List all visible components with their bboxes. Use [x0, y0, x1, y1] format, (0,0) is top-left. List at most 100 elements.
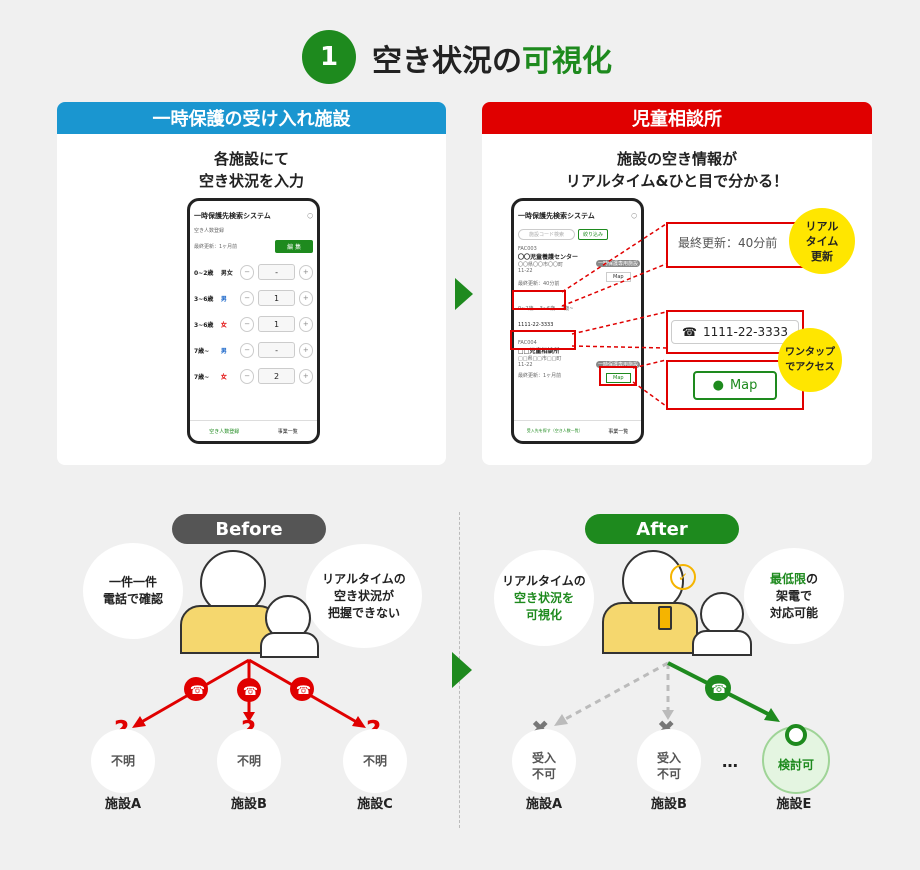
vacancy-row-gender: 男 — [220, 347, 227, 355]
svg-text:☎: ☎ — [711, 682, 727, 697]
filter-button[interactable]: 絞り込み — [578, 229, 609, 240]
nav-find-destination[interactable]: 受入先を探す（空き人数一覧） — [526, 428, 583, 433]
consultation-phone-mockup: 一時保護先検索システム ◯ 施設コード検索 絞り込み FAC003 〇〇児童養護… — [511, 198, 644, 444]
before-bubble-right: リアルタイムの 空き状況が 把握できない — [306, 544, 422, 648]
highlight-updated — [512, 290, 566, 310]
before-arrows: ☎ ☎ ☎ — [132, 658, 366, 728]
vacancy-row-age: 0~2歳 — [194, 269, 214, 277]
fac1-phone[interactable]: 1111-22-3333 — [518, 322, 554, 328]
increment-button[interactable]: + — [298, 264, 313, 280]
svg-text:☎: ☎ — [296, 683, 311, 697]
svg-text:☎: ☎ — [190, 683, 205, 697]
page-title: 空き状況の可視化 — [372, 36, 612, 80]
vacancy-count-field[interactable]: - — [258, 264, 295, 280]
phone-last-updated: 最終更新：1ヶ月前 — [194, 244, 238, 250]
nav-business-list[interactable]: 事業一覧 — [608, 428, 629, 435]
fac1-address2: 11-22 — [518, 268, 533, 274]
connector-lines — [561, 223, 667, 407]
zoom-phone-number: 1111-22-3333 — [702, 325, 788, 339]
increment-button[interactable]: + — [298, 368, 313, 384]
badge-realtime: リアル タイム 更新 — [789, 208, 855, 274]
after-facility-b-status: 受入 不可 — [637, 729, 701, 793]
before-facility-b-name: 施設B — [231, 797, 267, 812]
after-bubble-left: リアルタイムの 空き状況を 可視化 — [494, 550, 594, 646]
decrement-button[interactable]: − — [240, 264, 255, 280]
user-icon[interactable]: ◯ — [307, 213, 313, 219]
before-bubble-left: 一件一件 電話で確認 — [83, 543, 183, 639]
after-bubble-right-highlight: 最低限 — [769, 571, 806, 586]
fac1-col3: 7歳~ — [561, 306, 574, 312]
consultation-card-subtitle: 施設の空き情報が リアルタイム&ひと目で分かる！ — [565, 150, 789, 190]
arrow-right-icon — [452, 652, 472, 688]
fac1-code: FAC003 — [518, 246, 537, 252]
circle-ok-icon — [785, 724, 807, 746]
after-bubble-right-particle: の — [806, 571, 819, 586]
before-facility-c-status: 不明 — [343, 729, 407, 793]
decrement-button[interactable]: − — [240, 368, 255, 384]
vacancy-row-age: 3~6歳 — [194, 321, 214, 329]
fac2-name[interactable]: □□児童相談所 — [518, 348, 560, 355]
phone-icon: ☎ — [682, 325, 697, 339]
fac2-code: FAC004 — [518, 340, 537, 346]
zoom-map-label: Map — [729, 377, 758, 393]
nav-vacancy-register[interactable]: 空き人数登録 — [209, 428, 240, 435]
fac2-tag: 一時保護専用施設 — [596, 361, 641, 368]
after-arrows: ☎ — [554, 661, 780, 726]
facility-card: 一時保護の受け入れ施設 各施設にて 空き状況を入力 一時保護先検索システム ◯ … — [57, 102, 446, 465]
vacancy-row: 3~6歳女 −1+ — [190, 311, 317, 337]
before-illustration — [180, 550, 320, 658]
phone-section-label: 空き人数登録 — [194, 228, 225, 234]
phone2-bottom-nav: 受入先を探す（空き人数一覧） 事業一覧 — [514, 420, 641, 441]
after-facility-e-name: 施設E — [776, 797, 812, 812]
before-facility-b-status: 不明 — [217, 729, 281, 793]
after-bubble-right: 最低限の 架電で 対応可能 — [744, 548, 844, 644]
decrement-button[interactable]: − — [240, 316, 255, 332]
after-bubble-left-line1: リアルタイムの — [502, 573, 586, 588]
title-part1: 空き状況の — [372, 44, 522, 79]
after-facility-a-status: 受入 不可 — [512, 729, 576, 793]
arrow-right-icon — [455, 278, 473, 310]
after-bubble-left-line2: 空き状況を — [513, 590, 574, 605]
vacancy-row-gender: 男 — [220, 295, 227, 303]
vacancy-row: 7歳~女−2+ — [190, 363, 317, 389]
highlight-map — [599, 366, 637, 386]
vacancy-row: 7歳~ 男 −-+ — [190, 337, 317, 363]
check-icon: ✓ — [670, 564, 696, 590]
vacancy-row-age: 7歳~ — [194, 347, 210, 355]
map-pin-icon: ● — [712, 377, 724, 393]
fac1-map-button[interactable]: Map — [606, 272, 631, 282]
consultation-card: 児童相談所 施設の空き情報が リアルタイム&ひと目で分かる！ 一時保護先検索シス… — [482, 102, 872, 465]
nav-business-list[interactable]: 事業一覧 — [277, 428, 298, 435]
facility-card-heading: 一時保護の受け入れ施設 — [57, 102, 446, 134]
vacancy-row-age: 7歳~ — [194, 373, 210, 381]
increment-button[interactable]: + — [298, 316, 313, 332]
after-label: After — [585, 514, 739, 544]
fac1-name[interactable]: 〇〇児童養護センター — [518, 254, 579, 261]
before-facility-a-status: 不明 — [91, 729, 155, 793]
before-label: Before — [172, 514, 326, 544]
phone-bottom-nav: 空き人数登録 事業一覧 — [190, 420, 317, 441]
fac2-map-button[interactable]: Map — [606, 373, 631, 383]
consultation-card-heading: 児童相談所 — [482, 102, 872, 134]
search-input[interactable]: 施設コード検索 — [518, 229, 576, 240]
before-facility-a-name: 施設A — [104, 797, 142, 812]
vacancy-row: 0~2歳男女−-+ — [190, 259, 317, 285]
decrement-button[interactable]: − — [240, 290, 255, 306]
decrement-button[interactable]: − — [240, 342, 255, 358]
vacancy-count-field[interactable]: - — [258, 342, 295, 358]
zoom-map-button[interactable]: ● Map — [692, 370, 778, 400]
vacancy-count-field[interactable]: 2 — [258, 368, 295, 384]
after-ellipsis: … — [722, 752, 738, 771]
vacancy-count-field[interactable]: 1 — [258, 290, 295, 306]
after-bubble-left-line3: 可視化 — [525, 607, 562, 622]
phone-system-title: 一時保護先検索システム — [194, 212, 271, 220]
increment-button[interactable]: + — [298, 290, 313, 306]
vacancy-row-gender: 女 — [220, 321, 227, 329]
increment-button[interactable]: + — [298, 342, 313, 358]
user-icon[interactable]: ◯ — [631, 213, 637, 219]
vacancy-row: 3~6歳男−1+ — [190, 285, 317, 311]
fac1-address: 〇〇県〇〇市〇〇町 — [518, 262, 564, 268]
edit-button[interactable]: 編 集 — [275, 240, 313, 253]
zoom-updated-box: 最終更新：40分前 — [666, 222, 804, 268]
vacancy-count-field[interactable]: 1 — [258, 316, 295, 332]
